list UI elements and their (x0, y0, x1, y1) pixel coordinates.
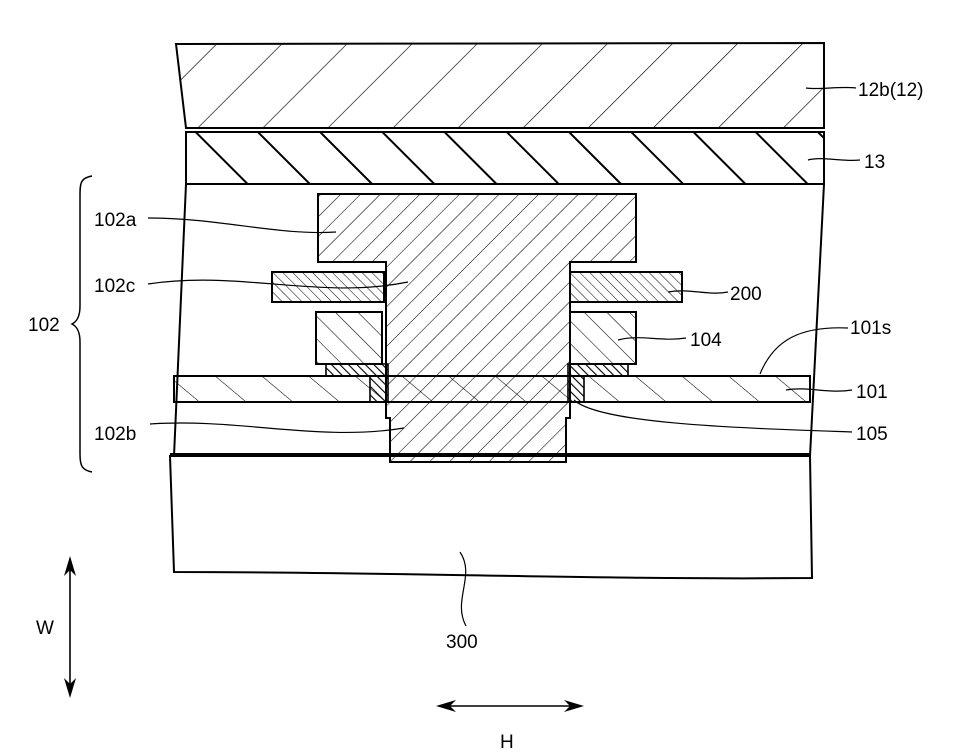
block-104-left (316, 312, 382, 364)
h-arrow (436, 700, 584, 712)
layer-13 (186, 132, 824, 184)
layer-12b (176, 43, 824, 128)
leader-101s (760, 328, 848, 374)
label-102a: 102a (94, 210, 137, 231)
leader-105 (574, 400, 852, 432)
label-12b: 12b(12) (858, 80, 924, 101)
label-300: 300 (446, 632, 478, 653)
substrate-300 (170, 456, 812, 578)
label-102: 102 (28, 315, 60, 336)
leader-102b (150, 423, 404, 432)
bracket-102 (72, 176, 92, 472)
frame-left-wall (174, 184, 186, 456)
label-105: 105 (856, 424, 888, 445)
plate-200-right (570, 272, 682, 302)
label-101s: 101s (850, 318, 891, 339)
label-w: W (36, 618, 54, 639)
label-102b: 102b (94, 424, 136, 445)
label-101: 101 (856, 382, 888, 403)
label-h: H (500, 732, 514, 753)
label-104: 104 (690, 330, 722, 351)
label-102c: 102c (94, 276, 135, 297)
frame-right-wall (810, 184, 824, 456)
w-arrow (64, 556, 76, 698)
leader-102a (148, 218, 336, 233)
label-200: 200 (730, 284, 762, 305)
label-13: 13 (864, 152, 885, 173)
